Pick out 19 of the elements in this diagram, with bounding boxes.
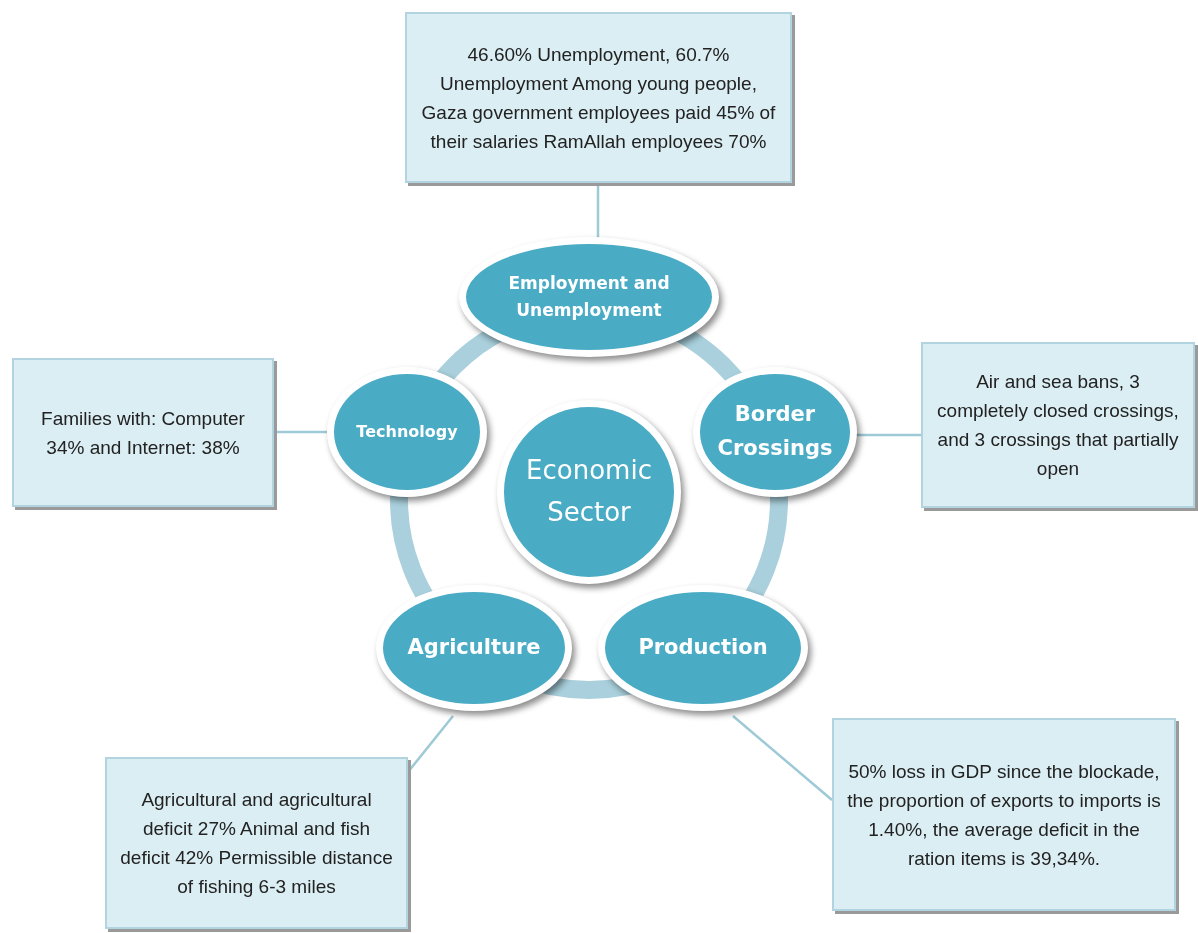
info-text: 46.60% Unemployment, 60.7% Unemployment Among young people, Gaza government employees paid 45% of their salaries RamAllah employees 70% [420,42,777,154]
info-text: Air and sea bans, 3 completely closed crossings, and 3 crossings that partially open [936,370,1180,481]
topic-label: Employment and Unemployment [507,271,671,322]
title-label: Economic Sector [525,454,653,529]
info-box [12,358,274,507]
info-text: Agricultural and agricultural deficit 27% Animal and fish deficit 42% Permissible distance of fishing 6-3 miles [119,788,394,899]
info-box [832,718,1176,911]
info-box [921,342,1195,508]
leader-line [732,715,833,801]
topic-label: Border Crossings [716,401,834,462]
topic-label: Technology [355,421,459,444]
info-box [405,12,792,183]
info-box [105,757,408,929]
leader-line [856,433,921,437]
info-text: 50% loss in GDP since the blockade, the proportion of exports to imports is 1.40%, the average deficit in the ration items is 39,34%. [846,759,1162,871]
leader-line [274,430,328,434]
topic-label: Agriculture [406,634,542,662]
topic-label: Production [637,634,769,662]
info-text: Families with: Computer 34% and Internet: 38% [40,406,246,460]
